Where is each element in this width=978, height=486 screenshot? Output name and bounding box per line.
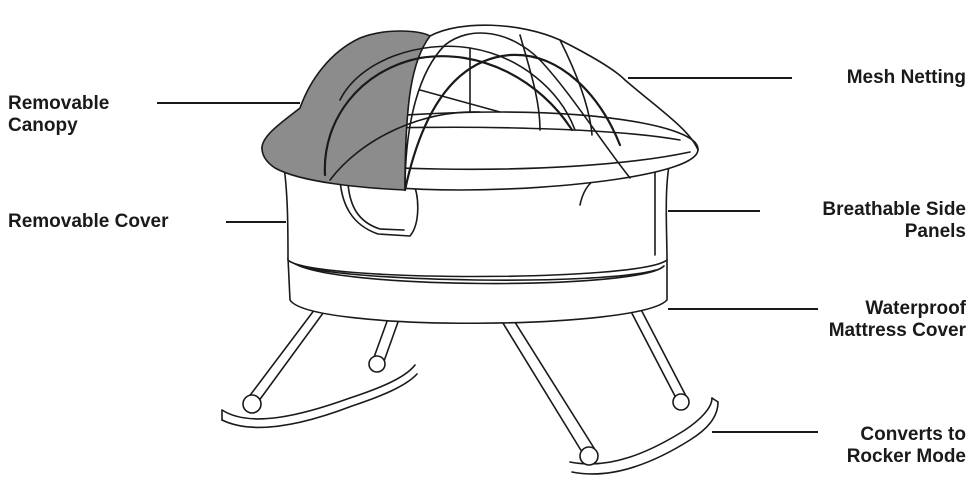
label-waterproof-mattress-cover: Waterproof Mattress Cover (829, 298, 966, 342)
rocker-base (222, 365, 718, 474)
label-removable-cover: Removable Cover (8, 211, 169, 233)
label-breathable-side-panels: Breathable Side Panels (822, 199, 966, 243)
label-converts-to-rocker-mode: Converts to Rocker Mode (847, 424, 966, 468)
label-mesh-netting: Mesh Netting (847, 67, 966, 89)
gray-canopy-shade (262, 31, 430, 190)
label-removable-canopy: Removable Canopy (8, 93, 109, 137)
